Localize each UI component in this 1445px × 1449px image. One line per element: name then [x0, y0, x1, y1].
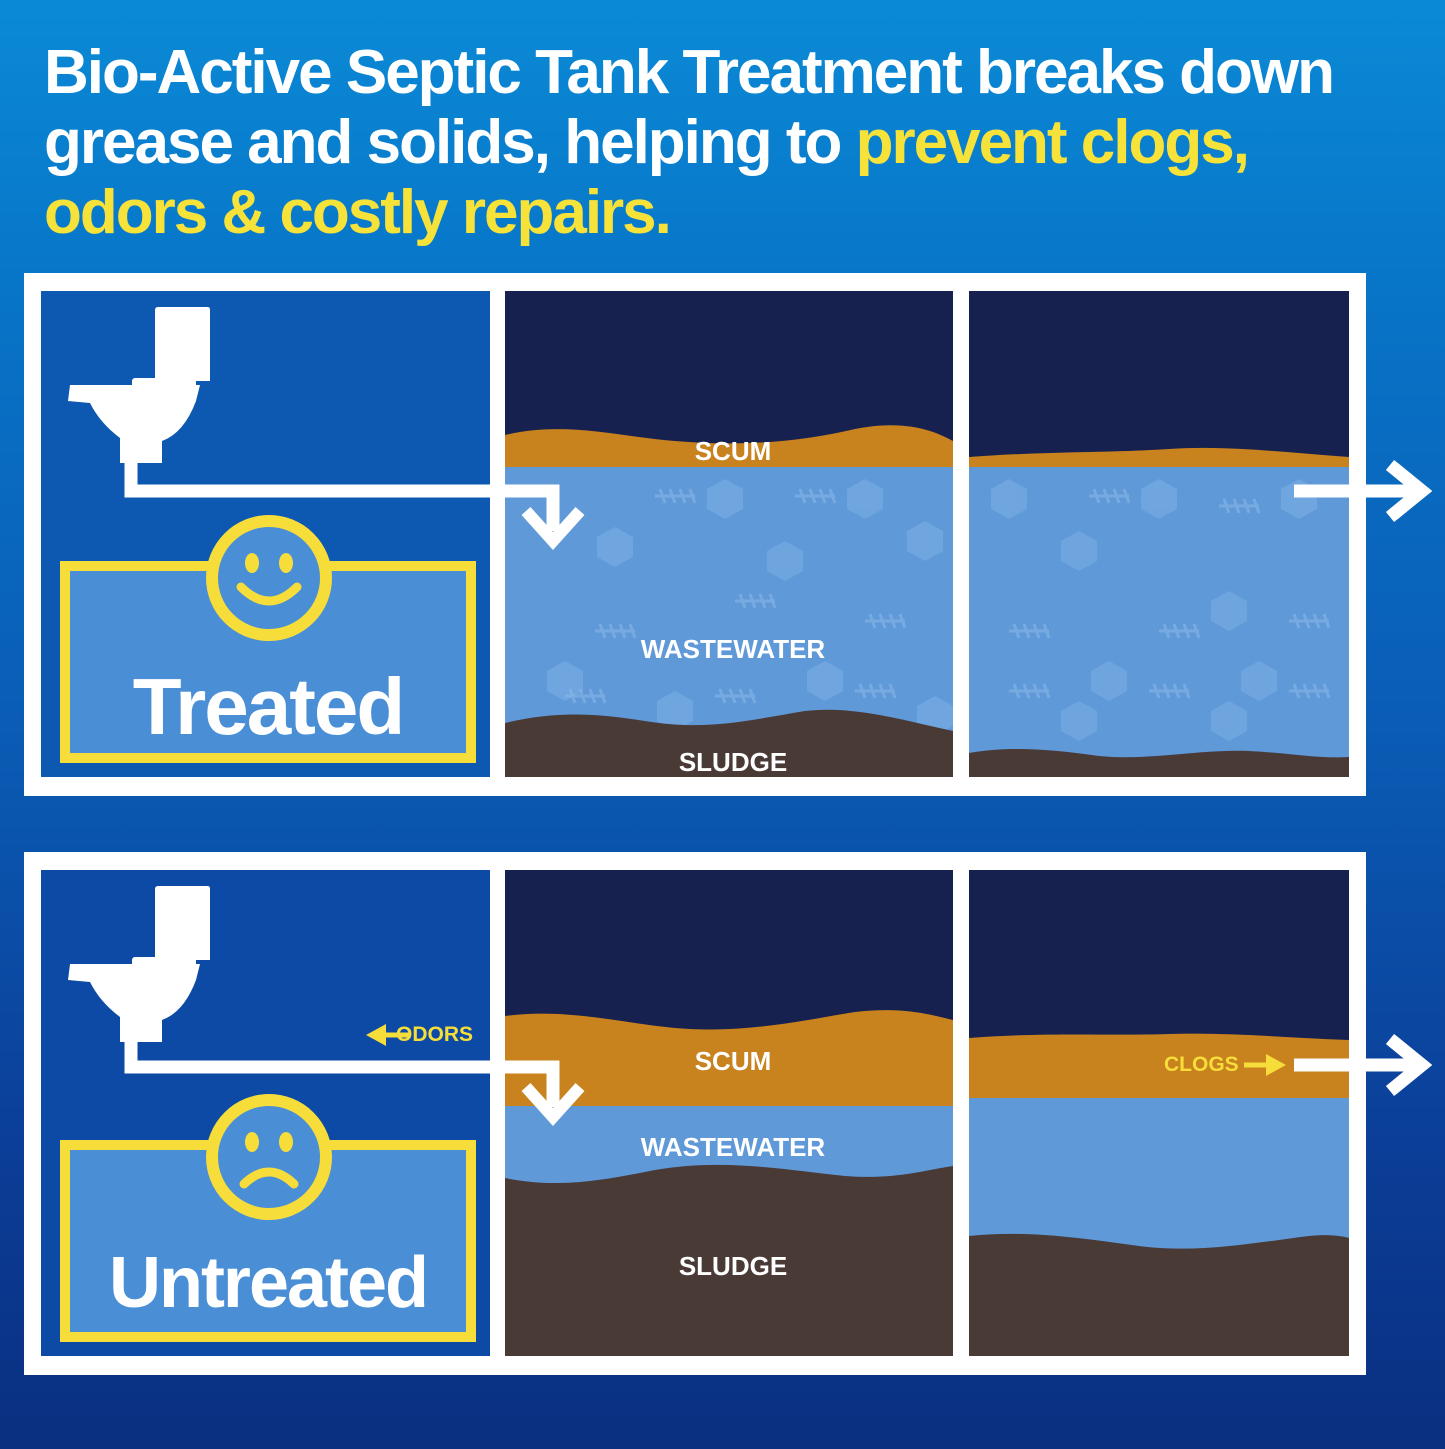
untreated-flow-graphics [68, 870, 1433, 1356]
treated-flow-graphics [68, 291, 1433, 777]
treated-wastewater-label: WASTEWATER [640, 634, 826, 664]
treated-status-label: Treated [132, 662, 406, 751]
untreated-tank-stage-2 [969, 870, 1349, 1356]
treated-outlet-arrow-icon [1385, 459, 1433, 523]
untreated-tank-1-graphic [505, 870, 953, 1356]
treated-inlet-arrow-icon [521, 506, 585, 550]
odors-arrow-icon [366, 1024, 386, 1046]
headline-highlight-text: prevent clogs, odors & costly repairs. [44, 108, 1250, 247]
treated-bacteria-pattern-1 [547, 479, 953, 736]
treated-sludge-label: SLUDGE [678, 747, 788, 777]
headline-main-text: Bio-Active Septic Tank Treatment breaks … [44, 38, 1335, 177]
untreated-sludge-layer-2 [969, 1233, 1349, 1356]
treated-tank-1-graphic [505, 291, 953, 777]
treated-scum-label: SCUM [694, 436, 772, 466]
treated-sludge-layer-1 [505, 709, 953, 777]
odors-label: ODORS [396, 1023, 474, 1046]
toilet-icon-untreated [68, 886, 210, 1042]
untreated-inlet-pipe [124, 1042, 560, 1107]
untreated-scum-label: SCUM [694, 1046, 772, 1076]
untreated-inlet-arrow-icon [521, 1082, 585, 1126]
treated-tank-stage-2 [969, 291, 1349, 777]
untreated-status-label: Untreated [108, 1243, 429, 1323]
clogs-arrow-icon [1266, 1054, 1286, 1076]
treated-tank-2-graphic [969, 291, 1349, 777]
headline: Bio-Active Septic Tank Treatment breaks … [44, 38, 1424, 248]
smiley-face-icon [206, 515, 332, 641]
untreated-sludge-label: SLUDGE [678, 1251, 788, 1281]
clogs-label: CLOGS [1164, 1053, 1239, 1076]
untreated-panel: SCUM WASTEWATER SLUDGE ODORS CLOGS Un [24, 852, 1433, 1375]
treated-panel: SCUM WASTEWATER SLUDGE [24, 273, 1433, 796]
untreated-tank-stage-1: SCUM WASTEWATER SLUDGE [505, 870, 953, 1356]
untreated-tank-2-graphic [969, 870, 1349, 1356]
treated-tank-stage-1: SCUM WASTEWATER SLUDGE [505, 291, 953, 777]
frowning-face-icon [206, 1094, 332, 1220]
treated-bacteria-pattern-2 [991, 479, 1317, 741]
treated-scum-layer-2 [969, 447, 1349, 469]
treated-sludge-layer-2 [969, 749, 1349, 777]
treated-inlet-pipe [124, 463, 560, 531]
treated-scum-layer-1 [505, 425, 953, 469]
untreated-scum-layer-2 [969, 1033, 1349, 1100]
untreated-wastewater-label: WASTEWATER [640, 1132, 826, 1162]
toilet-icon-treated [68, 307, 210, 463]
untreated-outlet-arrow-icon [1385, 1033, 1433, 1097]
untreated-scum-layer-1 [505, 1010, 953, 1110]
untreated-sludge-layer-1 [505, 1164, 953, 1356]
